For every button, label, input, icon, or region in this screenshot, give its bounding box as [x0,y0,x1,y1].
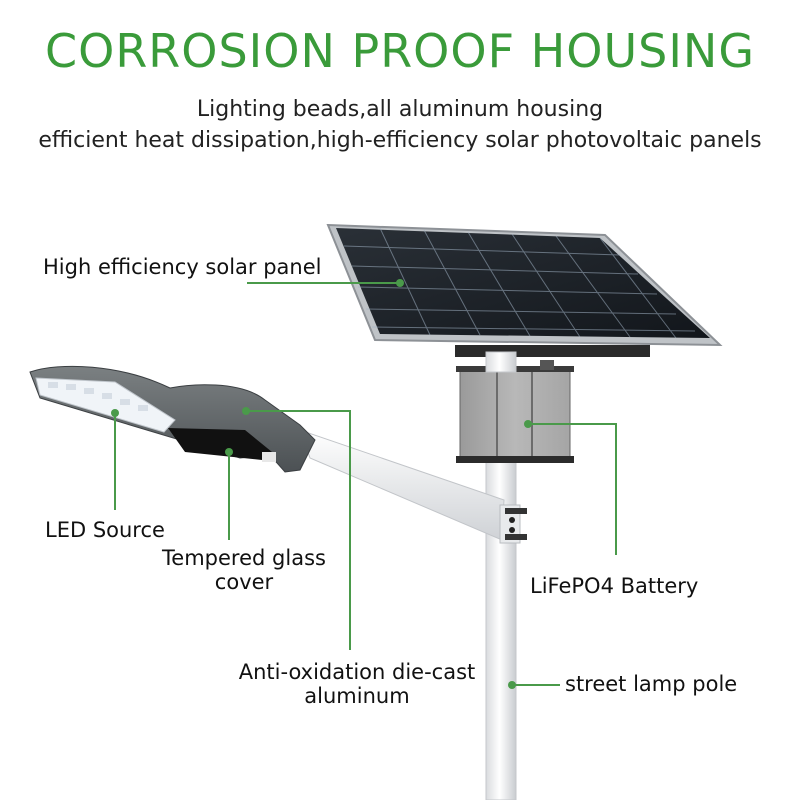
label-pole: street lamp pole [565,672,738,696]
label-battery: LiFePO4 Battery [530,574,699,598]
label-led-source: LED Source [45,518,165,542]
subtitle-line-2: efficient heat dissipation,high-efficien… [38,128,762,153]
label-anti-oxidation-line2: aluminum [304,684,410,708]
label-anti-oxidation-line1: Anti-oxidation die-cast [238,660,476,684]
label-anti-oxidation: Anti-oxidation die-cast aluminum [220,660,494,708]
solar-panel [326,223,723,347]
label-tempered-glass-line2: cover [214,570,274,594]
panel-mount [455,345,650,373]
label-solar-panel: High efficiency solar panel [43,255,322,279]
subtitle-line-1: Lighting beads,all aluminum housing [196,97,604,122]
pole-clamp [505,508,527,540]
lamp-head [29,365,316,473]
page-title: CORROSION PROOF HOUSING [45,24,755,78]
label-tempered-glass: Tempered glass cover [148,546,340,594]
callout-dots [111,279,532,689]
callout-lines [114,282,617,686]
label-tempered-glass-line1: Tempered glass [162,546,326,570]
battery-box [456,360,574,463]
